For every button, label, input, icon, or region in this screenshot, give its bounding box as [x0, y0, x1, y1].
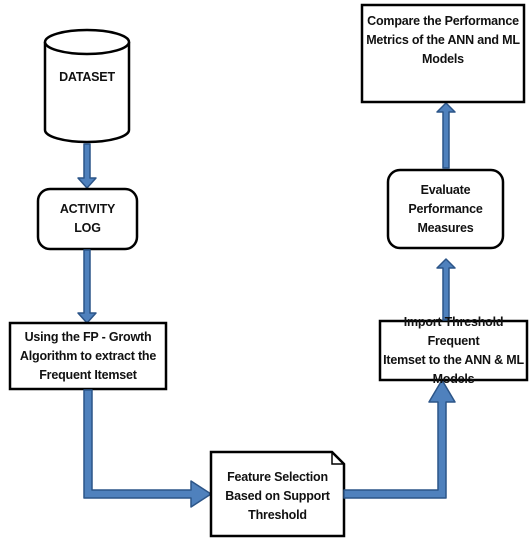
feature-selection-box: [209, 450, 346, 538]
arrow-dataset-to-activity-log: [77, 143, 97, 189]
arrow-evaluate-to-compare: [436, 102, 456, 169]
arrow-activity-log-to-fp-growth: [77, 249, 97, 324]
arrow-import-threshold-to-evaluate: [436, 258, 456, 321]
arrow-fp-growth-to-feature-selection: [83, 389, 212, 508]
fp-growth-box: [8, 321, 168, 391]
feature-selection-label: Feature Selection Based on Support Thres…: [225, 469, 330, 522]
fp-growth-label: Using the FP - Growth Algorithm to extra…: [19, 329, 157, 382]
activity-log-box: [36, 187, 139, 251]
import-threshold-label: Import Threshold Frequent Itemset to the…: [383, 314, 524, 386]
arrow-feature-selection-to-import-threshold: [343, 379, 456, 499]
evaluate-box: [386, 168, 505, 250]
dataset-cylinder: [43, 28, 131, 144]
compare-label: Compare the Performance Metrics of the A…: [366, 13, 520, 66]
feature-selection-fold: [331, 452, 344, 465]
dataset-label: DATASET: [59, 69, 115, 84]
evaluate-label: Evaluate Performance Measures: [408, 182, 483, 235]
compare-box: [360, 3, 526, 104]
activity-log-label: ACTIVITY LOG: [59, 202, 116, 235]
import-threshold-box: [378, 319, 529, 382]
